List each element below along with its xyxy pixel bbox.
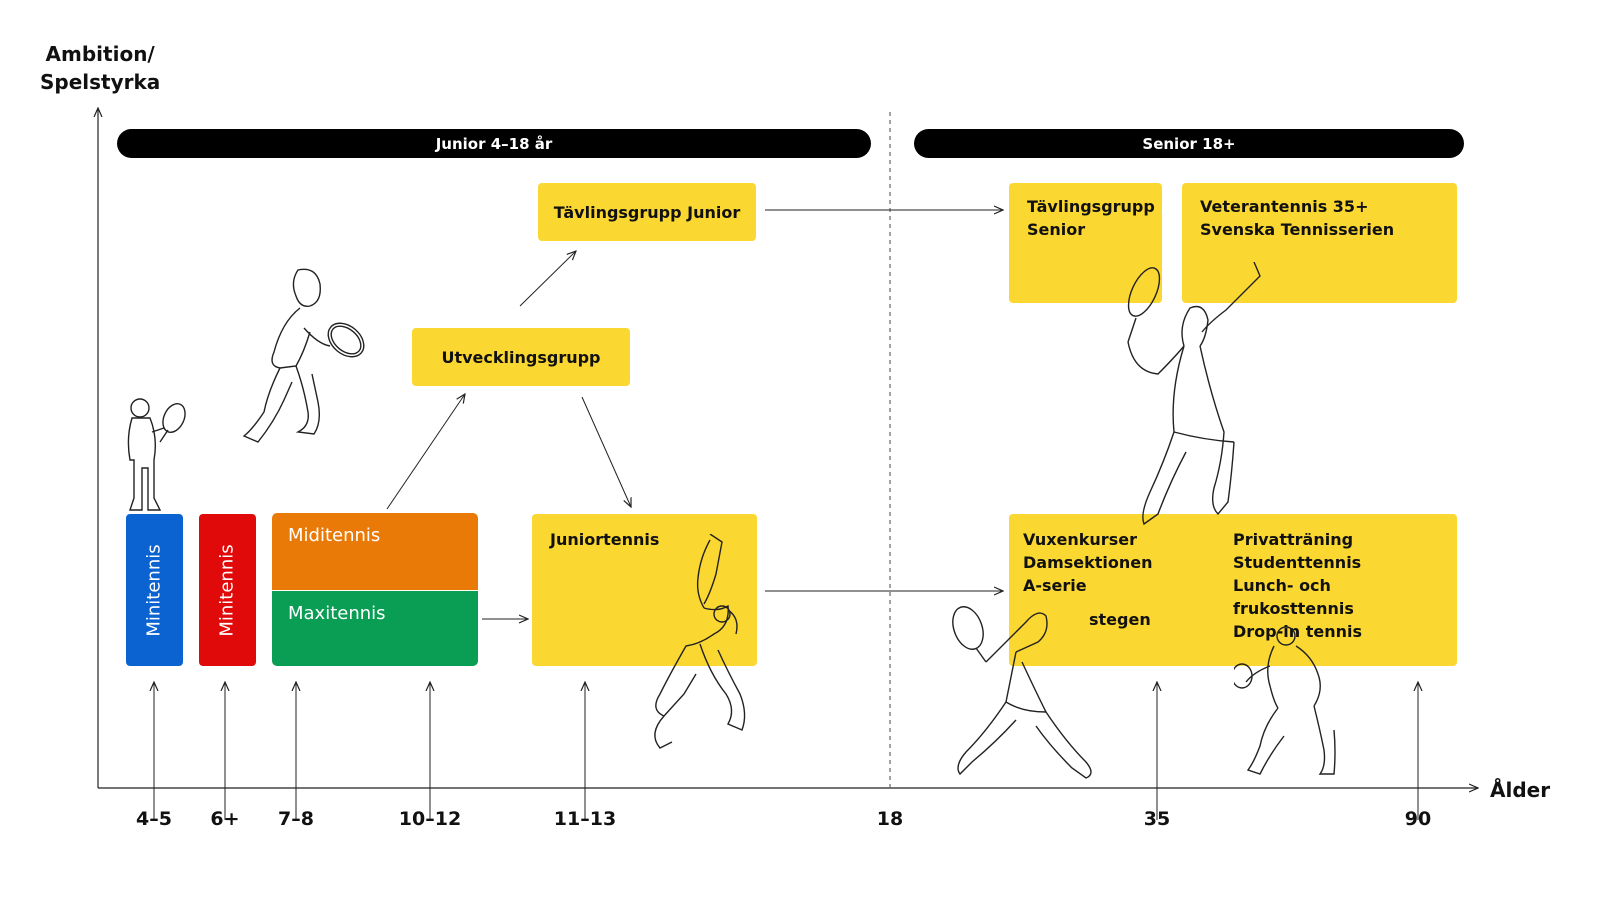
girl-player-figure	[242, 268, 365, 443]
man-player-figure	[1234, 626, 1336, 775]
tavlingsgrupp-senior-box: Tävlingsgrupp Senior	[1009, 183, 1162, 303]
junior-serving-figure	[654, 534, 746, 749]
tick-label-90: 90	[1404, 808, 1432, 830]
vuxen-privat-box: Vuxenkurser Damsektionen A-serie stegen …	[1009, 514, 1457, 666]
minitennis-blue-label: Minitennis	[144, 543, 165, 637]
senior-serving-figure	[1127, 262, 1261, 526]
minitennis-red-box: Minitennis	[199, 514, 256, 666]
y-axis-title: Ambition/ Spelstyrka	[40, 42, 161, 94]
minitennis-blue-box: Minitennis	[126, 514, 183, 666]
maxitennis-box: Maxitennis	[272, 590, 478, 666]
utvecklingsgrupp-box: Utvecklingsgrupp	[412, 328, 630, 386]
veterantennis-label: Veterantennis 35+ Svenska Tennisserien	[1200, 197, 1395, 239]
junior-banner: Junior 4–18 år	[117, 129, 871, 158]
tick-label-11-13: 11–13	[553, 808, 617, 830]
arrow-midi-to-utveckling	[386, 394, 465, 510]
tick-label-10-12: 10–12	[398, 808, 462, 830]
juniortennis-box: Juniortennis	[532, 514, 757, 666]
stegen-label: stegen	[1089, 610, 1151, 629]
minitennis-red-label: Minitennis	[217, 543, 238, 637]
x-axis-title: Ålder	[1490, 778, 1551, 802]
child-player-figure	[127, 398, 186, 511]
woman-forehand-figure	[952, 606, 1092, 779]
tick-label-18: 18	[876, 808, 904, 830]
tick-label-6: 6+	[210, 808, 240, 830]
tick-label-35: 35	[1143, 808, 1171, 830]
privat-label: Privatträning Studenttennis Lunch- och f…	[1233, 530, 1362, 641]
juniortennis-label: Juniortennis	[550, 530, 660, 549]
tavlingsgrupp-senior-label: Tävlingsgrupp Senior	[1027, 197, 1155, 239]
vuxen-label: Vuxenkurser Damsektionen A-serie	[1023, 530, 1153, 595]
tick-label-4-5: 4–5	[136, 808, 172, 830]
veterantennis-box: Veterantennis 35+ Svenska Tennisserien	[1182, 183, 1457, 303]
arrow-utveckling-to-junior	[581, 396, 631, 507]
miditennis-box: Miditennis	[272, 513, 478, 590]
senior-banner: Senior 18+	[914, 129, 1464, 158]
tavlingsgrupp-junior-box: Tävlingsgrupp Junior	[538, 183, 756, 241]
tick-label-7-8: 7–8	[278, 808, 314, 830]
arrow-utveckling-to-tavling	[519, 251, 576, 307]
